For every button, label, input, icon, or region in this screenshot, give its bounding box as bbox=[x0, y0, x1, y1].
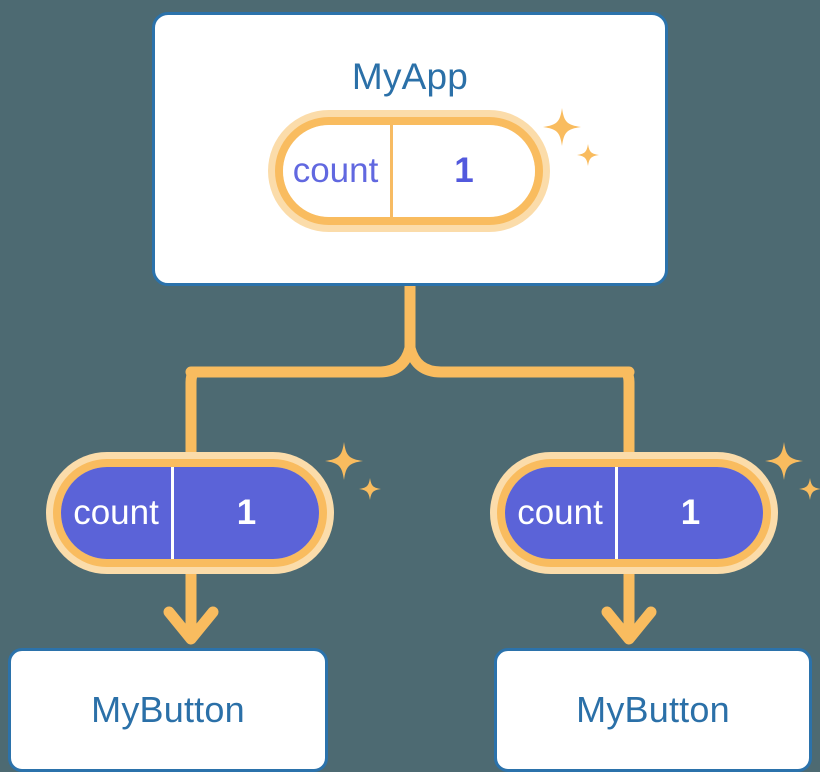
component-card-mybutton-right[interactable]: MyButton bbox=[494, 648, 812, 772]
sparkle-large-icon bbox=[765, 442, 803, 480]
sparkle-small-icon bbox=[799, 478, 820, 500]
connector-branch-bar bbox=[185, 342, 635, 378]
state-pill-core: count 1 bbox=[505, 467, 763, 559]
arrow-down-icon-left bbox=[163, 574, 219, 645]
state-value-label: 1 bbox=[390, 125, 535, 217]
state-pill-right[interactable]: count 1 bbox=[490, 452, 778, 574]
state-key-label: count bbox=[292, 151, 379, 190]
state-pill-core: count 1 bbox=[283, 125, 535, 217]
state-key-label: count bbox=[73, 493, 159, 532]
component-label: MyButton bbox=[91, 689, 245, 730]
page-title: MyApp bbox=[351, 56, 469, 97]
state-pill-core: count 1 bbox=[61, 467, 319, 559]
state-pill-myapp[interactable]: count 1 bbox=[268, 110, 550, 232]
component-card-mybutton-left[interactable]: MyButton bbox=[8, 648, 328, 772]
state-value-label: 1 bbox=[171, 467, 319, 559]
state-pill-border: count 1 bbox=[53, 459, 327, 567]
state-value-label: 1 bbox=[615, 467, 763, 559]
state-pill-border: count 1 bbox=[497, 459, 771, 567]
arrow-down-icon-right bbox=[601, 574, 657, 645]
state-pill-left[interactable]: count 1 bbox=[46, 452, 334, 574]
component-label: MyButton bbox=[576, 689, 730, 730]
state-pill-border: count 1 bbox=[275, 117, 543, 225]
state-key-label: count bbox=[517, 493, 603, 532]
sparkle-large-icon bbox=[325, 442, 363, 480]
sparkle-small-icon bbox=[359, 478, 381, 500]
